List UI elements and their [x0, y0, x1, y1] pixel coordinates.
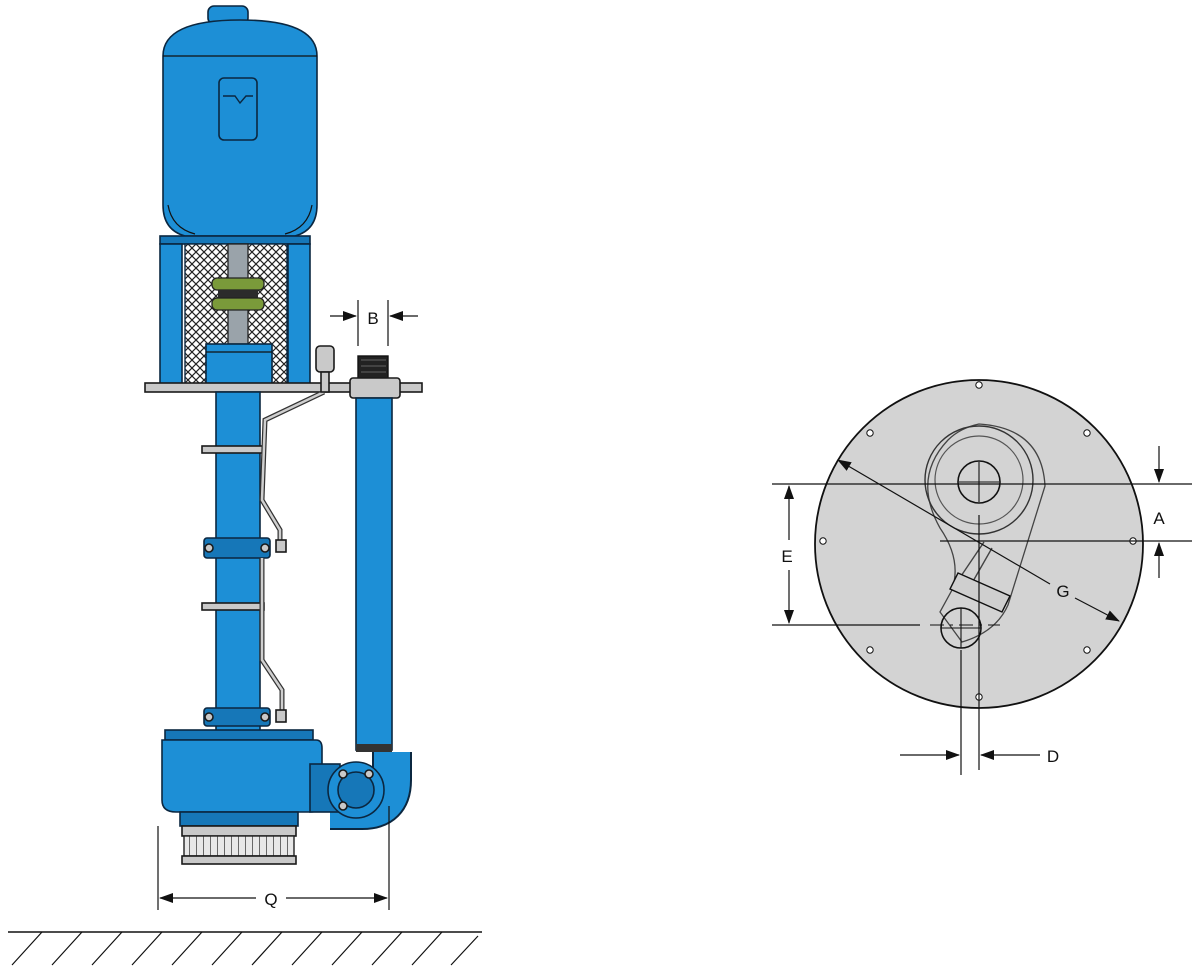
dimension-d: D: [900, 747, 1059, 766]
motor: [162, 5, 318, 237]
dimension-q-label: Q: [264, 890, 277, 909]
dimension-d-label: D: [1047, 747, 1059, 766]
pump-side-view: [144, 5, 423, 865]
mounting-plate: [144, 382, 423, 393]
center-lines: [772, 483, 1192, 775]
bolt-holes: [819, 381, 1137, 701]
dimension-g-label: G: [1056, 582, 1069, 601]
dimension-e-label: E: [781, 547, 792, 566]
coupling: [211, 277, 265, 291]
coupling-lantern: [159, 235, 311, 385]
flush-line: [259, 345, 335, 723]
dimension-g: G: [837, 459, 1120, 622]
dimension-a: A: [1153, 446, 1165, 578]
dimension-q: Q: [157, 806, 390, 910]
dimension-a-label: A: [1153, 509, 1165, 528]
pump-casing: [161, 729, 385, 827]
dimension-b-label: B: [367, 309, 378, 328]
suction-strainer: [181, 825, 297, 865]
discharge-flange: [949, 572, 1011, 613]
discharge-pipe: [330, 355, 412, 830]
dimension-b: B: [330, 300, 418, 346]
nameplate-icon: [218, 77, 258, 141]
floor-hatch: [8, 931, 482, 966]
grease-cup-icon: [315, 345, 335, 373]
dimension-e: E: [781, 485, 794, 624]
plate-top-view: [772, 379, 1192, 775]
